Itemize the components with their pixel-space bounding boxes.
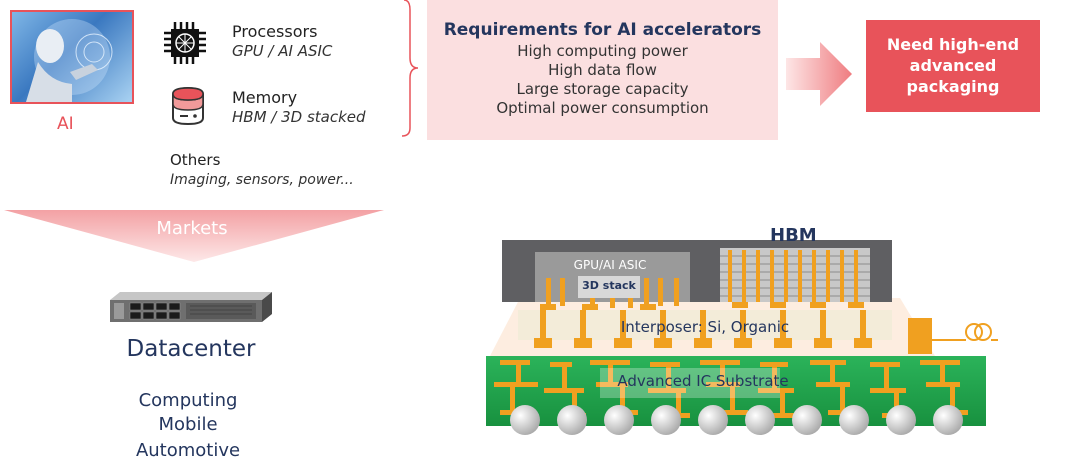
stack-label: 3D stack (582, 279, 636, 292)
brace (398, 0, 424, 140)
interposer-vias (534, 310, 872, 348)
hbm-label: HBM (770, 225, 817, 246)
requirement-item: Optimal power consumption (496, 99, 709, 117)
solder-balls (510, 405, 963, 435)
need-packaging-box: Need high-end advanced packaging (866, 20, 1040, 112)
markets-banner (4, 210, 384, 262)
substrate-label: Advanced IC Substrate (617, 372, 789, 390)
markets-label: Markets (156, 218, 228, 239)
need-line: packaging (906, 77, 1000, 96)
inductor-coil (932, 323, 998, 341)
stack-box (578, 276, 640, 298)
ai-label: AI (57, 114, 74, 134)
requirement-item: High data flow (548, 61, 657, 79)
hbm-stack (720, 248, 870, 308)
others-subtitle: Imaging, sensors, power... (170, 172, 354, 188)
chip-icon (162, 20, 208, 66)
processors-title: Processors (232, 22, 318, 41)
market-mobile: Mobile (158, 414, 218, 435)
datacenter-label: Datacenter (126, 336, 256, 362)
requirement-item: High computing power (517, 42, 688, 60)
package-diagram (480, 228, 1010, 461)
memory-subtitle: HBM / 3D stacked (232, 108, 366, 126)
database-icon (170, 86, 206, 126)
processors-subtitle: GPU / AI ASIC (232, 42, 333, 60)
interposer-label: Interposer: Si, Organic (620, 318, 790, 336)
requirement-item: Large storage capacity (516, 80, 689, 98)
robot-illustration (26, 19, 113, 102)
need-line: advanced (909, 56, 997, 75)
capacitor (908, 318, 932, 354)
server-icon (110, 290, 272, 324)
need-line: Need high-end (886, 35, 1020, 54)
arrow-right-icon (786, 42, 852, 106)
gpu-label: GPU/AI ASIC (573, 258, 647, 272)
market-computing: Computing (138, 390, 238, 411)
gpu-tsv (540, 278, 679, 310)
others-title: Others (170, 151, 221, 169)
market-automotive: Automotive (135, 440, 241, 461)
requirements-box: Requirements for AI accelerators High co… (427, 0, 778, 140)
substrate-label-bg (600, 368, 780, 398)
memory-title: Memory (232, 88, 298, 107)
requirements-title: Requirements for AI accelerators (443, 20, 762, 40)
ai-image (10, 10, 134, 104)
